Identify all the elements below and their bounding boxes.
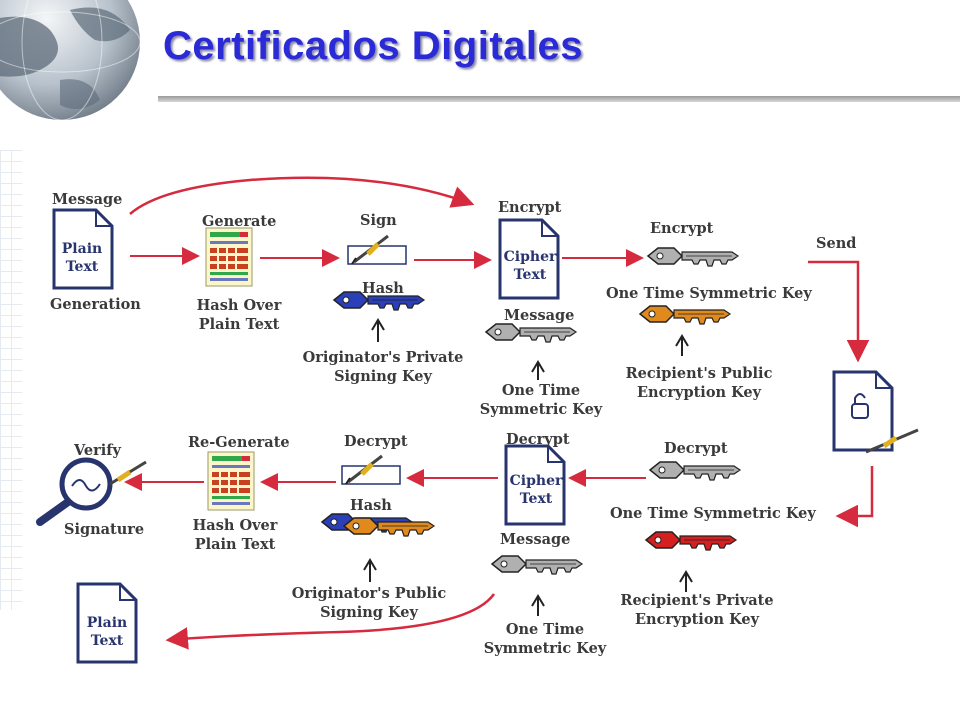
hash-sheet-icon: [207, 451, 255, 511]
key-icon: [485, 323, 577, 343]
magnifier-icon: [36, 457, 147, 526]
label-verify: Verify: [74, 442, 121, 459]
signature-pen-icon: [348, 236, 406, 264]
hash-sheet-icon: [205, 227, 253, 287]
page-title: Certificados Digitales: [163, 24, 584, 68]
key-icon: [639, 305, 731, 325]
return-arrow: [835, 466, 874, 528]
label-sign: Sign: [360, 212, 397, 229]
label-one-time-sym: One Time Symmetric Key: [610, 505, 816, 522]
label-signature: Signature: [64, 521, 145, 538]
key-icon: [649, 461, 741, 481]
label-decrypt: Decrypt: [664, 440, 728, 457]
label-message: Message: [504, 307, 575, 324]
label-decrypt: Decrypt: [344, 433, 408, 450]
label-generate: Generate: [202, 213, 277, 230]
label-message: Message: [500, 531, 571, 548]
label-message: Message: [52, 191, 123, 208]
label-hash: Hash: [362, 280, 404, 297]
curved-arrow: [129, 176, 475, 215]
label-regenerate: Re-Generate: [188, 434, 290, 451]
curved-arrow: [165, 593, 496, 650]
label-decrypt: Decrypt: [506, 431, 570, 448]
signature-pen-icon: [342, 456, 400, 484]
key-icon: [491, 555, 583, 575]
label-encrypt: Encrypt: [498, 199, 562, 216]
send-arrow: [808, 260, 870, 363]
label-generation: Generation: [50, 296, 141, 313]
label-send: Send: [816, 235, 857, 252]
label-encrypt: Encrypt: [650, 220, 714, 237]
title-rule: [158, 96, 960, 102]
key-icon: [647, 247, 739, 267]
key-icon: [645, 531, 737, 551]
label-one-time-sym: One Time Symmetric Key: [606, 285, 812, 302]
label-hash: Hash: [350, 497, 392, 514]
globe-icon: [0, 0, 141, 121]
grid-decoration: [0, 150, 22, 610]
locked-document-icon: [832, 370, 919, 454]
